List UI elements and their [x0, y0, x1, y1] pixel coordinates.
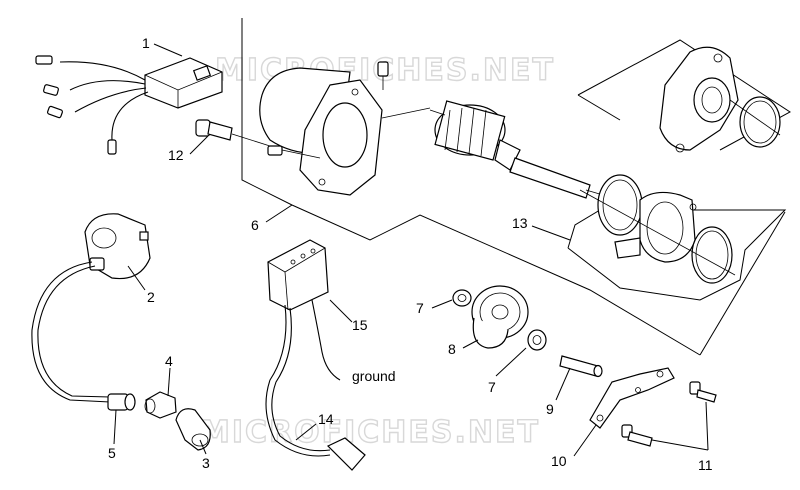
- brush-holder-ring-2: [579, 189, 736, 284]
- callout-7a: 7: [416, 300, 424, 316]
- plug-cap-4: [144, 391, 177, 419]
- callout-9: 9: [546, 401, 554, 417]
- leader-lines: [113, 43, 709, 457]
- bolt-11-upper: [689, 381, 717, 403]
- cdi-lead: [265, 304, 331, 457]
- idler-shaft: [559, 355, 603, 378]
- bolt-11-lower: [621, 424, 653, 447]
- callout-11: 11: [698, 457, 713, 473]
- end-cap-oring: [729, 96, 781, 148]
- cdi-ground-wire: [311, 299, 341, 381]
- callout-3: 3: [202, 455, 210, 471]
- washer-7a: [452, 289, 472, 307]
- callout-10: 10: [551, 453, 567, 469]
- callout-4: 4: [165, 353, 173, 369]
- ground-label: ground: [352, 368, 396, 384]
- callout-12: 12: [168, 147, 184, 163]
- starter-group-outline: [241, 18, 701, 356]
- support-bracket: [589, 367, 675, 429]
- bolt-12: [195, 119, 271, 147]
- brush-holder: [614, 191, 697, 263]
- callout-5: 5: [108, 445, 116, 461]
- callout-6: 6: [251, 217, 259, 233]
- armature: [429, 100, 621, 201]
- starter-group-outline-right: [699, 211, 786, 356]
- regulator-wires: [35, 55, 149, 155]
- starter-motor-housing: [259, 67, 431, 196]
- cdi-lead-inner: [271, 307, 331, 452]
- end-cap: [659, 46, 739, 153]
- ignition-coil: [84, 213, 151, 280]
- washer-7b: [527, 329, 547, 351]
- plug-cap-5: [107, 393, 136, 411]
- brush-group-outline: [567, 209, 787, 301]
- plug-cap-3: [175, 408, 211, 451]
- callout-1: 1: [142, 35, 150, 51]
- callout-15: 15: [352, 317, 368, 333]
- callout-14: 14: [318, 411, 334, 427]
- callout-7b: 7: [488, 379, 496, 395]
- housing-screw-top: [377, 61, 389, 90]
- endcap-group-outline-2: [577, 94, 621, 121]
- brush-holder-ring-1: [597, 174, 643, 236]
- plug-cap-14: [326, 437, 366, 471]
- callout-8: 8: [448, 341, 456, 357]
- callout-13: 13: [512, 215, 528, 231]
- housing-screw-bottom: [267, 145, 321, 159]
- voltage-regulator: [144, 57, 223, 109]
- coil-lead: [31, 261, 111, 403]
- callout-2: 2: [147, 289, 155, 305]
- watermark-bottom: MICROFICHES.NET: [200, 415, 540, 450]
- cdi-unit: [267, 239, 329, 311]
- coil-lead-inner: [37, 265, 111, 398]
- starter-gear: [471, 285, 529, 349]
